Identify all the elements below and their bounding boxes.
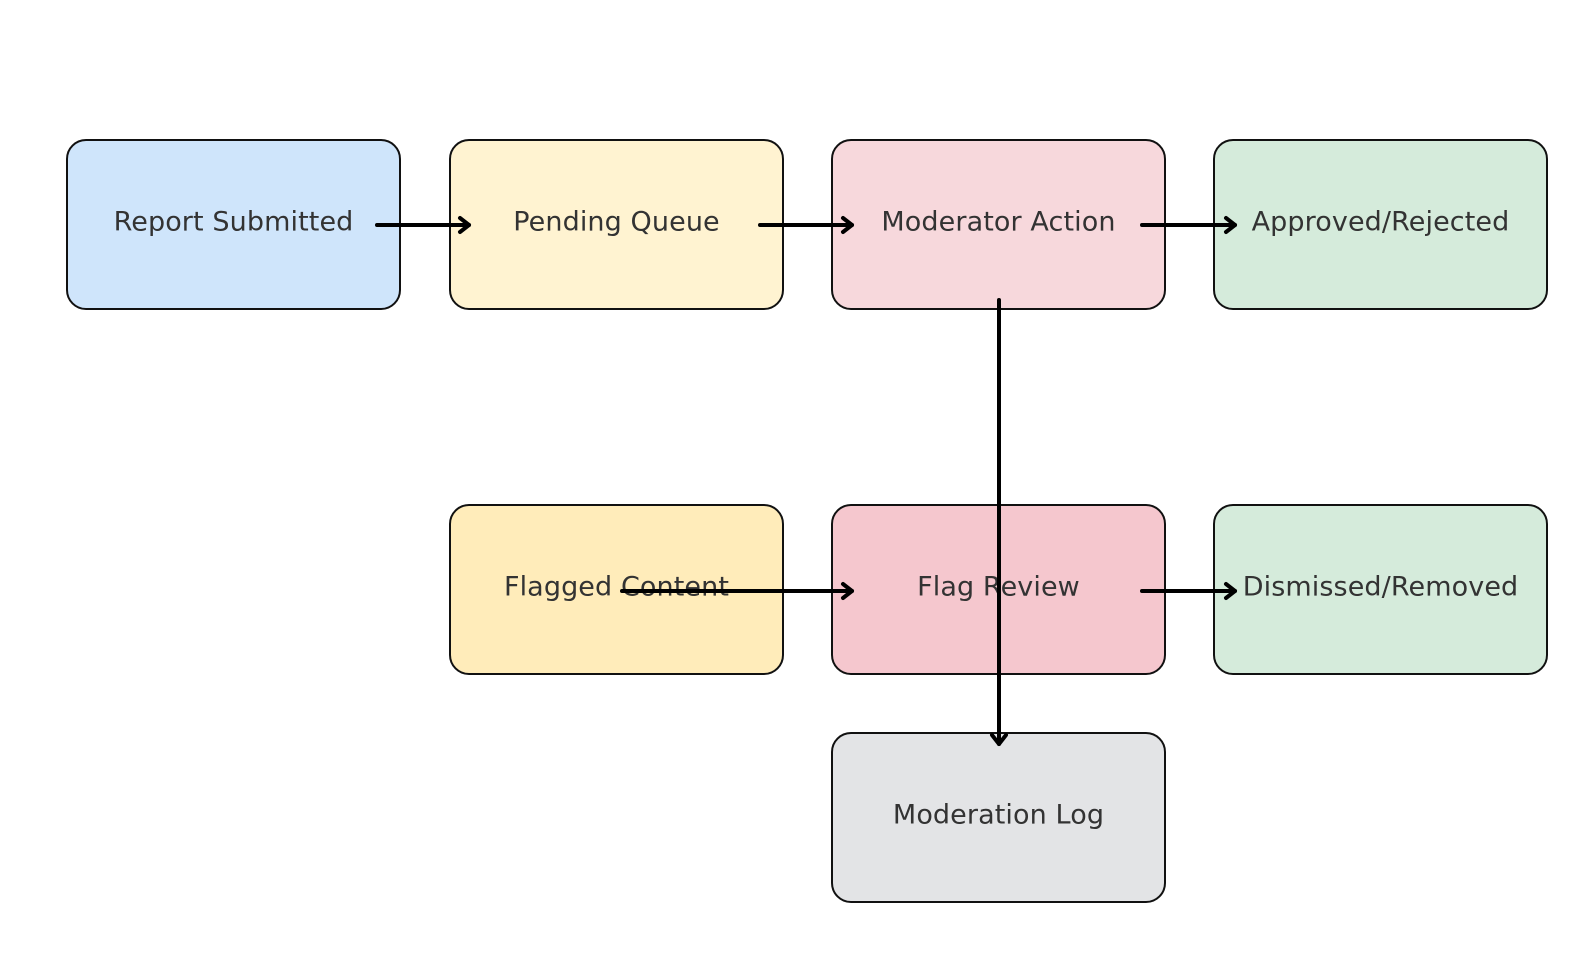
node-flag-review: Flag Review — [831, 504, 1166, 675]
node-label-flagged-content: Flagged Content — [503, 571, 730, 603]
node-label-moderator-action: Moderator Action — [881, 206, 1116, 238]
node-label-flag-review: Flag Review — [917, 571, 1080, 603]
node-report-submitted: Report Submitted — [66, 139, 401, 310]
node-label-pending-queue: Pending Queue — [513, 206, 720, 238]
node-label-report-submitted: Report Submitted — [113, 206, 354, 238]
node-label-dismissed-removed: Dismissed/Removed — [1242, 571, 1519, 603]
node-moderator-action: Moderator Action — [831, 139, 1166, 310]
node-approved-rejected: Approved/Rejected — [1213, 139, 1548, 310]
node-label-approved-rejected: Approved/Rejected — [1251, 206, 1510, 238]
node-label-moderation-log: Moderation Log — [892, 799, 1105, 831]
node-dismissed-removed: Dismissed/Removed — [1213, 504, 1548, 675]
node-flagged-content: Flagged Content — [449, 504, 784, 675]
node-moderation-log: Moderation Log — [831, 732, 1166, 903]
node-pending-queue: Pending Queue — [449, 139, 784, 310]
